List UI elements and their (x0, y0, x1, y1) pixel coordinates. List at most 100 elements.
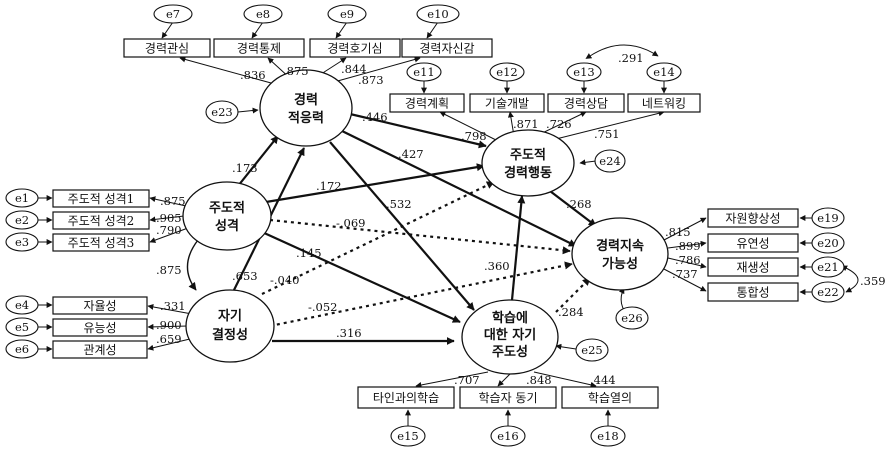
load-sus-i15 (663, 217, 707, 241)
indicator-네트워킹: 네트워킹 (627, 93, 701, 113)
coef-label: .316 (336, 326, 362, 340)
indicator-통합성: 통합성 (707, 282, 799, 302)
indicator-경력자신감: 경력자신감 (401, 38, 493, 58)
load-sd-i13 (147, 323, 189, 330)
latent-label: 가능성 (602, 257, 638, 272)
indicator-재생성: 재생성 (707, 257, 799, 277)
error-e18: e18 (590, 425, 626, 447)
latent-self-determination: 자기 결정성 (185, 289, 275, 363)
coef-label: -.052 (308, 300, 338, 314)
coef-label: .844 (341, 62, 367, 76)
error-label: e20 (817, 236, 838, 250)
indicator-주도적성격1: 주도적 성격1 (52, 189, 150, 208)
indicator-label: 주도적 성격3 (68, 236, 135, 250)
coef-label: .815 (665, 225, 691, 239)
coef-label: .726 (546, 117, 572, 131)
error-label: e6 (15, 342, 29, 356)
indicator-자율성: 자율성 (52, 296, 148, 315)
load-pp-i11 (149, 227, 189, 243)
coef-label: .751 (594, 127, 620, 141)
path-adapt-to-sustain (339, 129, 577, 247)
err-line-e9 (335, 21, 348, 39)
error-label: e3 (15, 235, 29, 249)
error-label: e9 (340, 7, 354, 21)
indicator-학습열의: 학습열의 (561, 386, 659, 409)
coef-label: .359 (860, 274, 886, 288)
error-label: e2 (15, 213, 29, 227)
error-terms: e7 e8 e9 e10 e11 e12 e13 e14 e1 e2 e3 e4… (5, 4, 845, 447)
error-e9: e9 (327, 4, 367, 24)
load-beh-i8 (551, 110, 665, 141)
indicator-label: 타인과의학습 (373, 391, 439, 405)
error-paths (38, 21, 859, 426)
error-label: e11 (413, 65, 434, 79)
load-beh-i5 (439, 111, 501, 143)
indicator-label: 경력계획 (405, 97, 449, 111)
coef-label: .873 (358, 73, 384, 87)
coef-label: .900 (156, 318, 182, 332)
error-label: e8 (256, 7, 270, 21)
error-e5: e5 (5, 317, 39, 337)
error-e4: e4 (5, 295, 39, 315)
error-label: e24 (599, 154, 620, 168)
coef-label: .291 (618, 51, 644, 65)
error-label: e25 (581, 343, 602, 357)
coef-label: -.040 (270, 273, 300, 287)
coef-label: .737 (672, 267, 698, 281)
coef-label: .875 (283, 64, 309, 78)
coef-label: .268 (566, 197, 592, 211)
coefficient-labels: .836 .875 .844 .873 .798 .871 .726 .751 … (156, 51, 886, 387)
structural-paths (186, 112, 597, 345)
coef-label: .532 (386, 197, 412, 211)
latent-proactive-personality: 주도적 성격 (182, 181, 272, 251)
error-e6: e6 (5, 339, 39, 359)
err-line-e10 (426, 21, 439, 39)
error-label: e15 (397, 429, 418, 443)
error-e14: e14 (646, 62, 682, 82)
coef-label: .871 (513, 117, 539, 131)
latent-label: 결정성 (212, 327, 248, 343)
indicator-label: 학습자 동기 (478, 391, 537, 405)
latent-label: 대한 자기 (484, 327, 536, 343)
indicator-label: 경력통제 (237, 42, 281, 56)
load-sd-i12 (147, 304, 193, 315)
err-line-e23 (237, 107, 259, 114)
latent-label: 경력지속 (596, 238, 644, 254)
latent-label: 성격 (215, 219, 239, 234)
error-label: e5 (15, 320, 29, 334)
indicator-label: 경력관심 (145, 42, 189, 56)
indicator-타인과의학습: 타인과의학습 (357, 386, 455, 409)
coef-label: .836 (240, 68, 266, 82)
error-e21: e21 (811, 256, 845, 278)
error-label: e19 (817, 211, 838, 225)
load-adapt-i1 (179, 56, 283, 87)
error-e10: e10 (416, 4, 460, 24)
indicator-label: 학습열의 (588, 391, 632, 405)
indicator-유능성: 유능성 (52, 318, 148, 337)
coef-label: .172 (316, 179, 342, 193)
err-line-e7 (161, 21, 174, 39)
error-label: e21 (817, 260, 838, 274)
error-e19: e19 (811, 207, 845, 229)
latent-label: 자기 (218, 309, 242, 324)
latent-label: 주도적 (510, 147, 546, 163)
error-e3: e3 (5, 232, 39, 252)
coef-label: .444 (590, 373, 616, 387)
indicator-label: 유능성 (83, 321, 116, 335)
latent-label: 학습에 (492, 310, 528, 326)
coef-label: .875 (160, 194, 186, 208)
error-label: e26 (621, 311, 642, 325)
load-sus-i17 (667, 257, 707, 269)
path-selfdet-to-sustain (269, 261, 573, 328)
indicator-label: 경력상담 (564, 97, 608, 111)
err-line-e24 (579, 159, 597, 166)
error-label: e16 (497, 429, 518, 443)
error-e25: e25 (575, 338, 609, 362)
error-label: e12 (496, 65, 517, 79)
indicator-주도적성격2: 주도적 성격2 (52, 211, 150, 230)
indicator-label: 기술개발 (485, 97, 529, 111)
indicator-label: 네트워킹 (642, 97, 686, 111)
loading-paths (147, 56, 707, 388)
load-sd-i14 (147, 337, 195, 351)
indicator-자원향상성: 자원향상성 (707, 208, 799, 228)
